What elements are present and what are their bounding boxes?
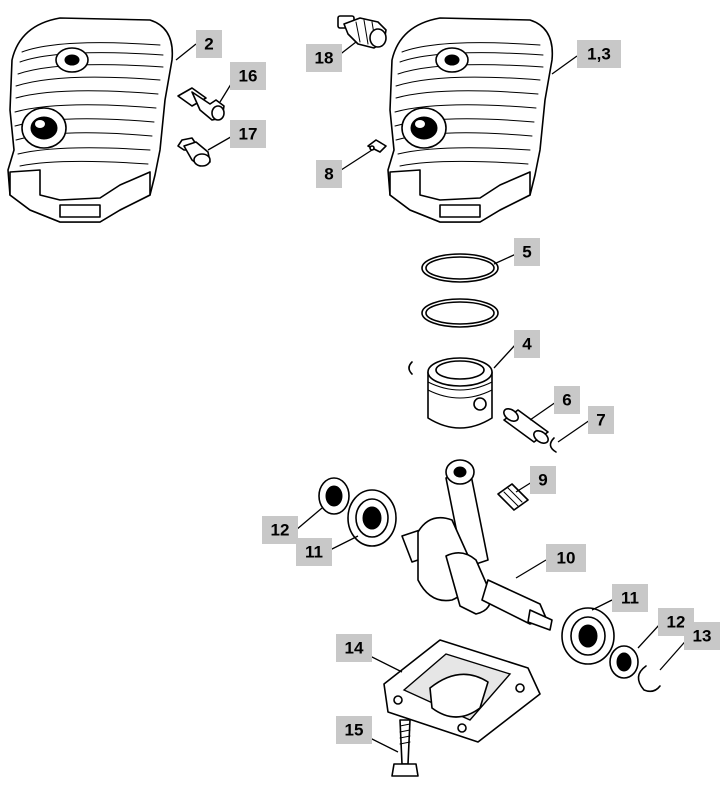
svg-text:11: 11 — [621, 589, 639, 608]
part-4-drawing — [408, 357, 493, 429]
callout-labels: 2 16 17 18 1,3 8 5 4 — [196, 30, 720, 744]
part-15-drawing — [391, 719, 419, 777]
svg-text:11: 11 — [305, 543, 323, 562]
svg-text:4: 4 — [522, 335, 532, 354]
svg-text:1,3: 1,3 — [587, 45, 611, 64]
part-9-drawing — [497, 483, 529, 511]
part-18-drawing — [337, 15, 387, 49]
svg-text:9: 9 — [538, 471, 547, 490]
svg-text:15: 15 — [345, 721, 364, 740]
svg-text:12: 12 — [271, 521, 290, 540]
svg-text:7: 7 — [596, 411, 605, 430]
callout-17: 17 — [230, 120, 266, 148]
svg-text:6: 6 — [562, 391, 571, 410]
callout-9: 9 — [530, 466, 556, 494]
callout-2: 2 — [196, 30, 222, 58]
part-11b-drawing — [561, 607, 615, 665]
svg-text:5: 5 — [522, 243, 531, 262]
part-8-drawing — [367, 139, 387, 153]
part-10-drawing — [401, 459, 553, 631]
svg-text:17: 17 — [239, 125, 258, 144]
part-11a-drawing — [347, 489, 397, 547]
cylinder-left-drawing — [7, 17, 174, 223]
part-12a-drawing — [318, 477, 350, 515]
callout-10: 10 — [546, 544, 586, 572]
svg-text:12: 12 — [667, 613, 686, 632]
callout-14: 14 — [336, 634, 372, 662]
callout-8: 8 — [316, 160, 342, 188]
part-13-drawing — [637, 665, 661, 693]
part-7-drawing — [549, 437, 557, 453]
callout-5: 5 — [514, 238, 540, 266]
part-14-drawing — [383, 639, 541, 743]
svg-text:2: 2 — [204, 35, 213, 54]
callout-7: 7 — [588, 406, 614, 434]
part-5-drawing — [421, 253, 499, 328]
part-12b-drawing — [609, 645, 639, 679]
callout-11-left: 11 — [296, 538, 332, 566]
part-6-drawing — [503, 408, 549, 444]
callout-15: 15 — [336, 716, 372, 744]
svg-text:13: 13 — [693, 627, 712, 646]
svg-text:16: 16 — [239, 67, 258, 86]
svg-text:10: 10 — [557, 549, 576, 568]
svg-text:14: 14 — [345, 639, 364, 658]
cylinder-right-drawing — [387, 17, 554, 223]
callout-16: 16 — [230, 62, 266, 90]
callout-13: 13 — [684, 622, 720, 650]
callout-18: 18 — [306, 44, 342, 72]
svg-text:18: 18 — [315, 49, 334, 68]
leader-lines — [175, 41, 691, 753]
callout-11-right: 11 — [612, 584, 648, 612]
callout-1-3: 1,3 — [577, 40, 621, 68]
callout-12-left: 12 — [262, 516, 298, 544]
callout-4: 4 — [514, 330, 540, 358]
part-16-drawing — [177, 87, 225, 121]
part-17-drawing — [177, 137, 211, 167]
svg-text:8: 8 — [324, 165, 333, 184]
callout-6: 6 — [554, 386, 580, 414]
